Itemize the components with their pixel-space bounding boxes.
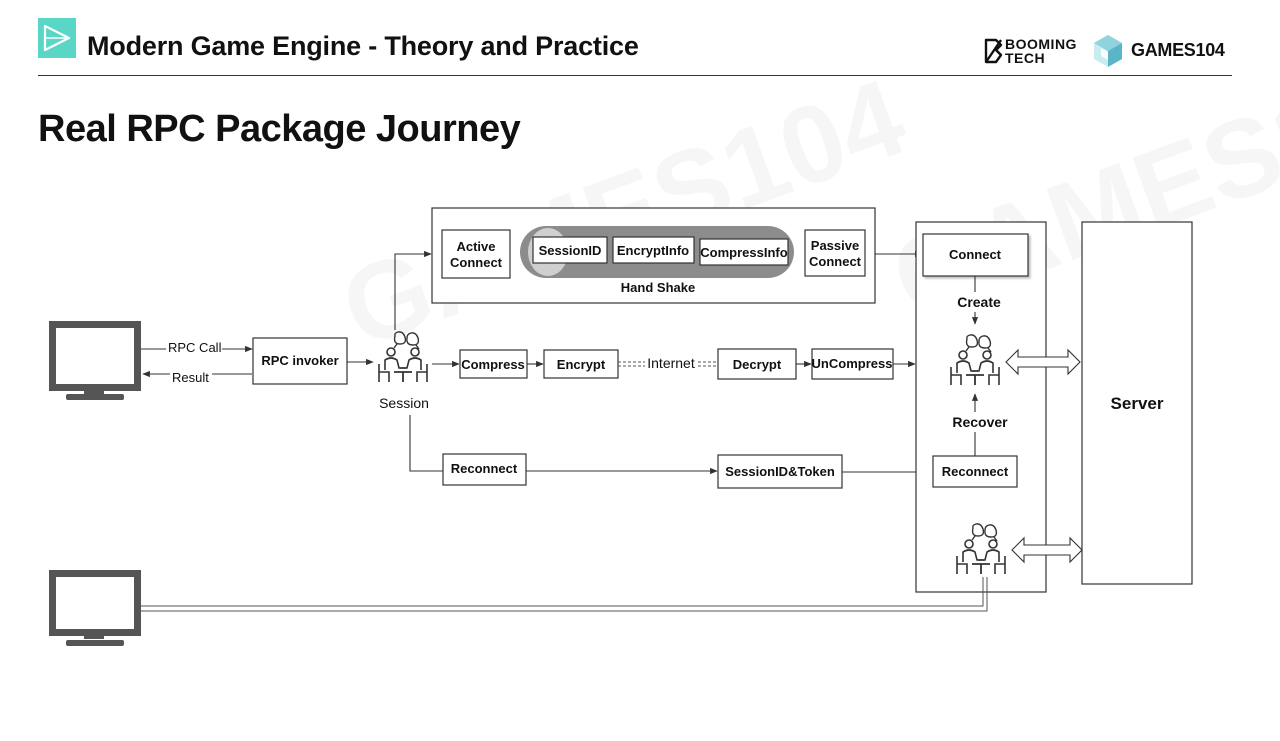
client2-connection-line (141, 577, 988, 612)
result-label: Result (172, 370, 209, 385)
passive-connect-label: Passive (811, 238, 859, 253)
connect-label: Connect (949, 247, 1002, 262)
session-label: Session (379, 395, 429, 411)
encrypt-info-node (612, 236, 695, 264)
games104-cube-icon (1094, 35, 1122, 67)
booming-tech-line: BOOMING (1005, 36, 1077, 52)
encrypt-info-label: EncryptInfo (617, 243, 689, 258)
passive-connect-node (804, 229, 866, 277)
session-token-node (717, 454, 843, 489)
connect-node (922, 233, 1029, 277)
session-id-label: SessionID (539, 243, 602, 258)
booming-tech-wordmark: BOOMING TECH (1005, 37, 1077, 65)
decrypt-node (717, 348, 797, 380)
active-connect-label: Active (456, 239, 495, 254)
recover-label: Recover (952, 414, 1008, 430)
session-to-reconnect-line (409, 415, 443, 472)
slide-title: Real RPC Package Journey (38, 108, 521, 150)
booming-tech-line: TECH (1005, 50, 1046, 66)
bidirectional-arrow (1005, 348, 1081, 376)
encrypt-node (543, 349, 619, 379)
rpc-invoker-node (252, 337, 348, 385)
rpc-call-label: RPC Call (168, 340, 222, 355)
session-token-label: SessionID&Token (725, 464, 835, 479)
passive-connect-label: Connect (809, 254, 862, 269)
compress-label: Compress (461, 357, 525, 372)
server-gateway-container (915, 221, 1047, 593)
compress-info-label: CompressInfo (700, 245, 787, 260)
decrypt-label: Decrypt (733, 357, 782, 372)
reconnect-client-label: Reconnect (451, 461, 518, 476)
session-to-handshake-arrow (394, 250, 432, 330)
internet-label: Internet (647, 355, 695, 371)
games104-wordmark: GAMES104 (1131, 40, 1225, 60)
active-connect-label: Connect (450, 255, 503, 270)
client-session-icon (378, 330, 428, 383)
uncompress-label: UnCompress (812, 356, 893, 371)
client-monitor-icon (49, 321, 141, 400)
compress-node (459, 349, 528, 379)
compress-info-node (699, 238, 789, 266)
handshake-label: Hand Shake (621, 280, 695, 295)
booming-tech-logo-icon (984, 38, 1003, 64)
create-label: Create (957, 294, 1001, 310)
server-node (1081, 221, 1193, 585)
slide-header: Modern Game Engine - Theory and Practice… (0, 0, 1280, 76)
header-divider (38, 75, 1232, 76)
bidirectional-arrow (1011, 536, 1083, 564)
reconnect-server-label: Reconnect (942, 464, 1009, 479)
encrypt-label: Encrypt (557, 357, 606, 372)
reconnect-client-node (442, 453, 527, 486)
play-logo-icon (38, 18, 76, 58)
session-id-node (532, 236, 608, 264)
server-label: Server (1111, 394, 1164, 413)
rpc-invoker-label: RPC invoker (261, 353, 338, 368)
deck-title: Modern Game Engine - Theory and Practice (87, 31, 639, 61)
client2-connection-line (141, 577, 984, 607)
client-monitor-icon (49, 570, 141, 646)
reconnect-server-node (932, 455, 1018, 488)
uncompress-node (811, 348, 894, 380)
active-connect-node (441, 229, 511, 279)
